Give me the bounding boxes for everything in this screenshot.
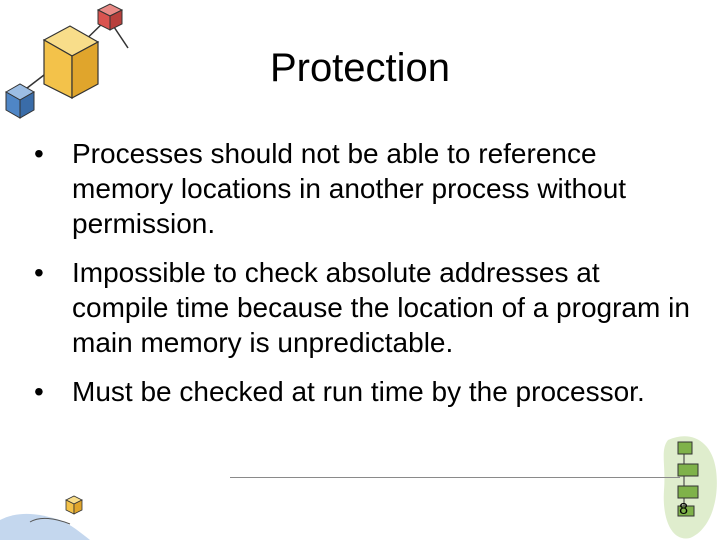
green-block-icon: [677, 463, 699, 477]
footer-divider: [230, 477, 680, 478]
red-cube-icon: [96, 3, 124, 31]
bullet-item: • Must be checked at run time by the pro…: [30, 374, 690, 409]
bullet-marker: •: [34, 376, 44, 407]
bullet-text: Impossible to check absolute addresses a…: [72, 257, 690, 358]
flowchart-blocks-illustration: [663, 436, 717, 539]
bullet-marker: •: [34, 138, 44, 169]
green-block-icon: [677, 485, 699, 499]
bullet-item: • Impossible to check absolute addresses…: [30, 255, 690, 360]
bullet-text: Processes should not be able to referenc…: [72, 138, 627, 239]
bullet-item: • Processes should not be able to refere…: [30, 136, 690, 241]
connected-cubes-illustration: [4, 3, 129, 119]
yellow-cube-icon: [42, 25, 100, 100]
green-block-icon: [677, 505, 695, 517]
page-number: 8: [679, 501, 688, 518]
slide-title: Protection: [269, 46, 451, 90]
bullet-text: Must be checked at run time by the proce…: [72, 376, 645, 407]
green-block-icon: [677, 441, 693, 455]
hand-illustration: [0, 495, 90, 540]
blue-cube-icon: [4, 83, 36, 119]
bullet-list: • Processes should not be able to refere…: [30, 136, 690, 423]
small-yellow-cube-icon: [65, 495, 83, 515]
bullet-marker: •: [34, 257, 44, 288]
